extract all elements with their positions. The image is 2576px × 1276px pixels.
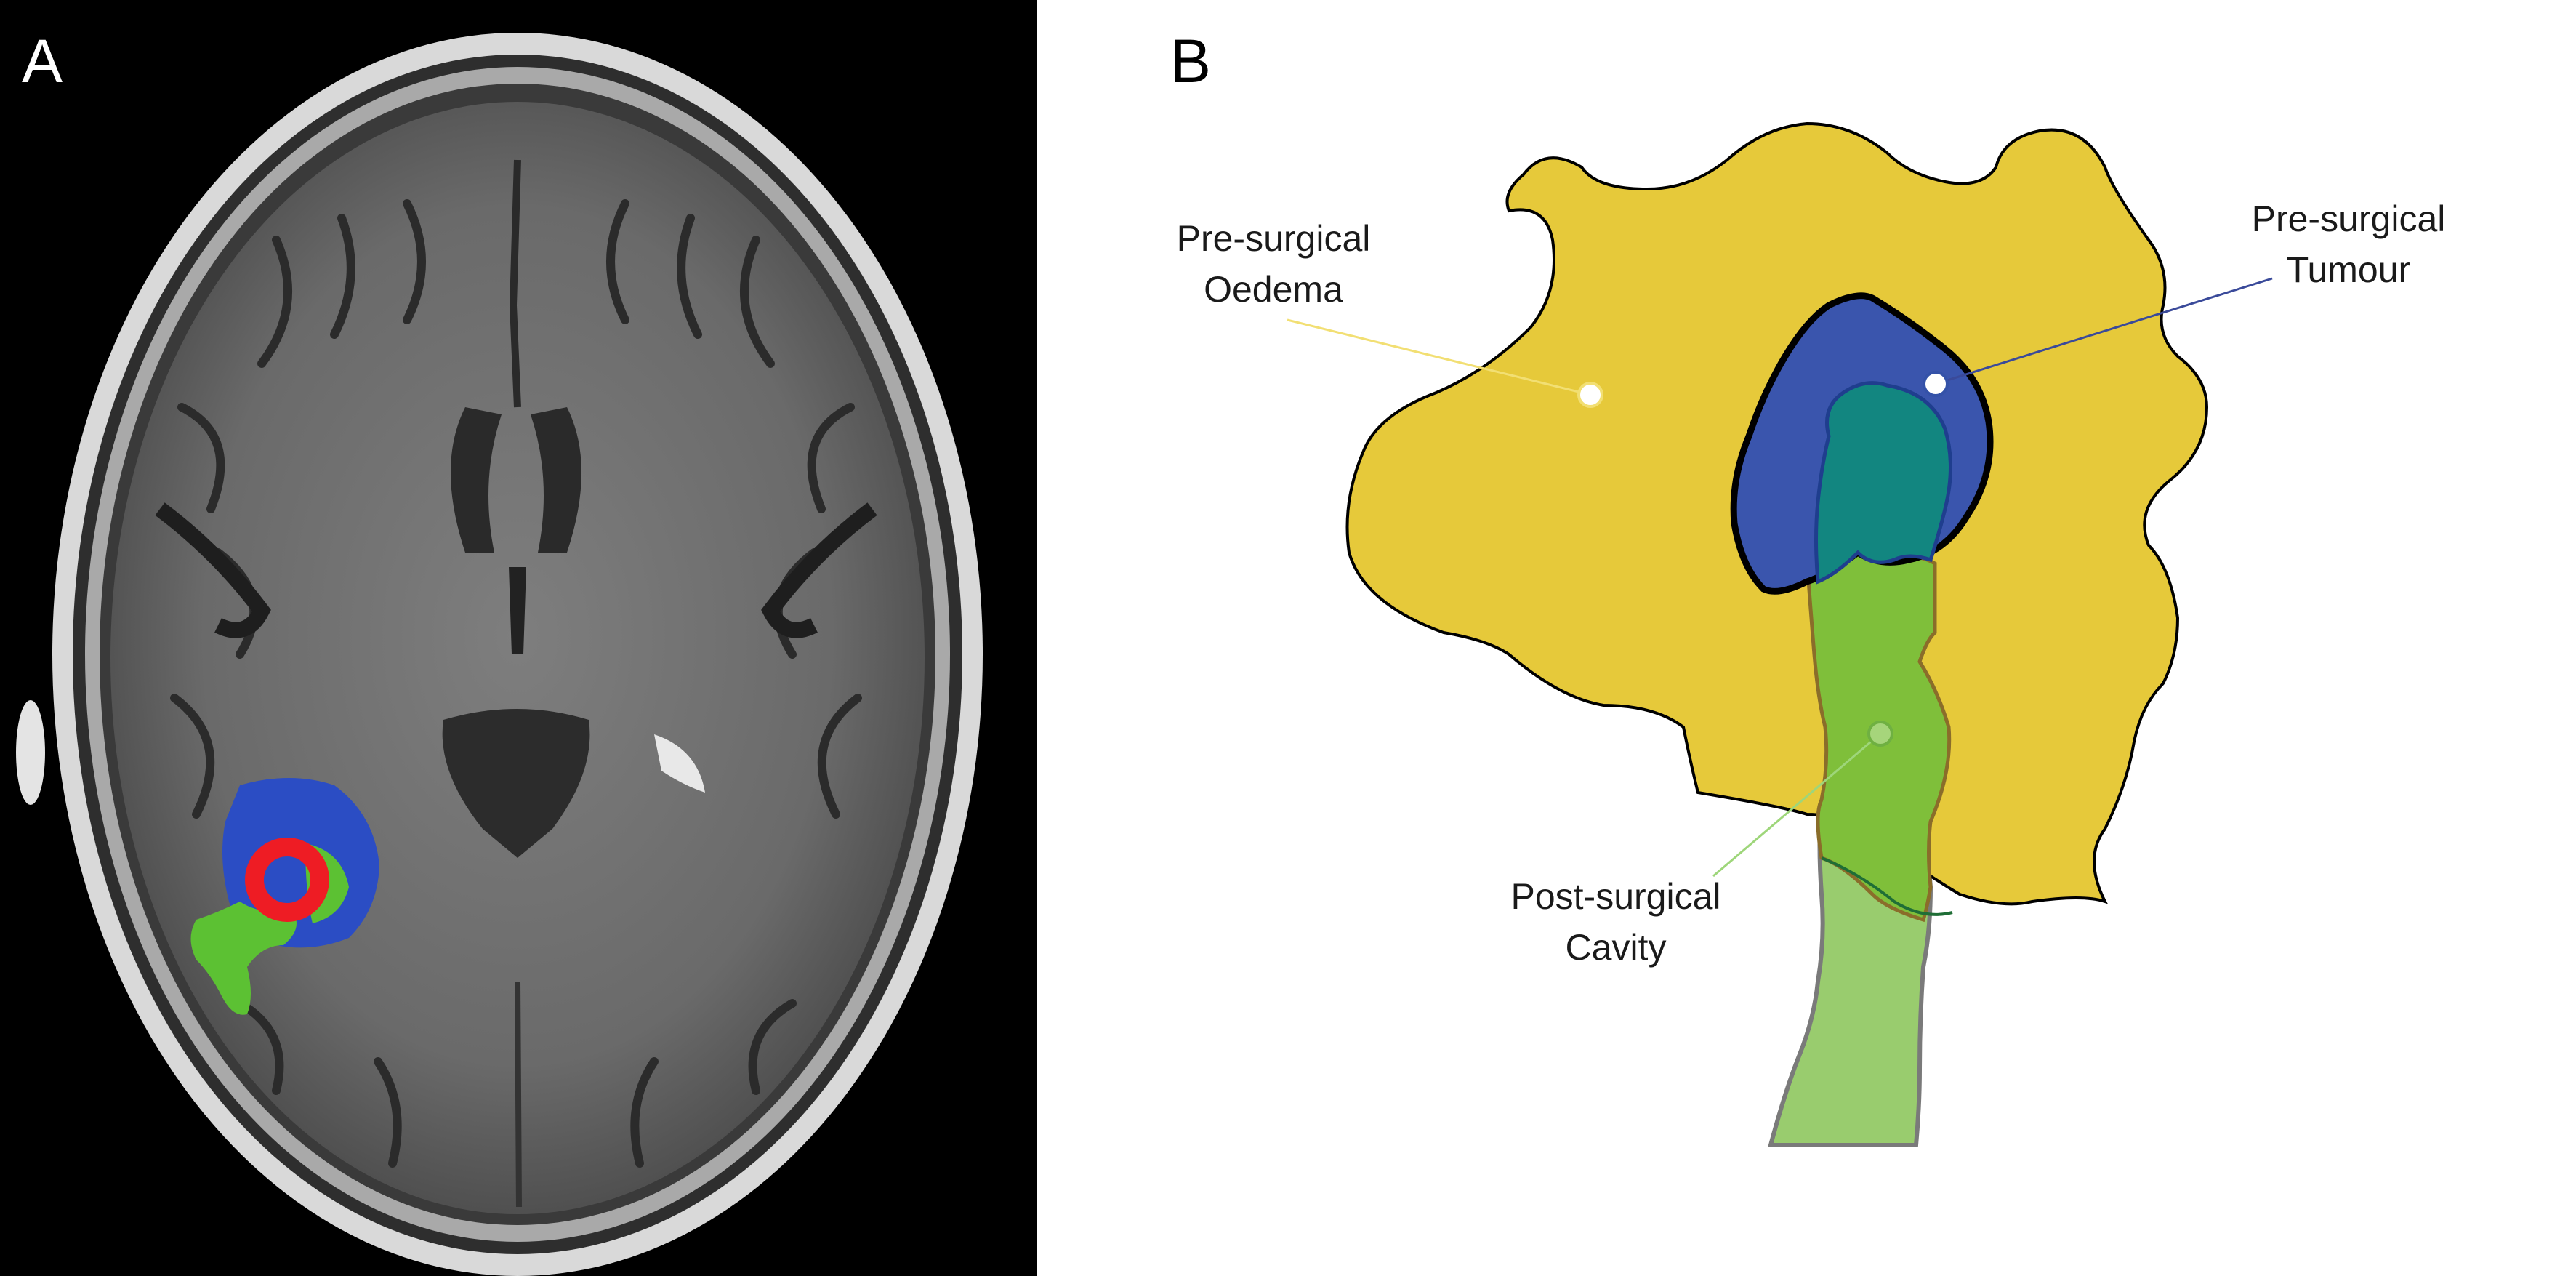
lateral-ventricle-left bbox=[451, 407, 502, 553]
cavity-callout-dot bbox=[1867, 721, 1893, 747]
mri-panel: A bbox=[0, 0, 1037, 1276]
oedema-callout-line bbox=[1287, 318, 1591, 396]
tumour-cavity-overlap bbox=[1814, 381, 1952, 585]
mri-cavity-segmentation bbox=[190, 902, 297, 1015]
tumour-label-line1: Pre-surgical bbox=[2252, 198, 2446, 239]
panel-label-b: B bbox=[1170, 27, 1212, 95]
cavity-label-line2: Cavity bbox=[1566, 927, 1667, 968]
oedema-label-line2: Oedema bbox=[1204, 269, 1343, 310]
fiducial-marker bbox=[16, 700, 45, 805]
interhemispheric-fissure bbox=[509, 159, 521, 408]
oedema-callout-dot bbox=[1577, 382, 1603, 408]
mri-tumour-segmentation bbox=[245, 838, 329, 922]
schematic-panel: Pre-surgical Oedema Pre-surgical Tumour … bbox=[1037, 0, 2576, 1276]
tumour-label-line2: Tumour bbox=[2287, 249, 2410, 290]
posterior-midline bbox=[515, 981, 522, 1208]
panel-label-a: A bbox=[22, 27, 63, 95]
lateral-ventricle-right bbox=[531, 407, 581, 553]
oedema-label-line1: Pre-surgical bbox=[1177, 218, 1371, 259]
quadrigeminal-cistern bbox=[442, 709, 590, 858]
occipital-horn-right bbox=[654, 734, 705, 793]
left-sylvian-fissure bbox=[155, 502, 271, 638]
tumour-callout-line bbox=[1935, 277, 2273, 385]
tumour-callout-dot bbox=[1923, 371, 1949, 397]
cavity-label-line1: Post-surgical bbox=[1511, 876, 1721, 917]
cavity-boundary-line bbox=[1821, 856, 1953, 916]
right-sylvian-fissure bbox=[761, 502, 877, 638]
schematic-diagram: Pre-surgical Oedema Pre-surgical Tumour … bbox=[1177, 121, 2446, 1147]
cavity-callout-line bbox=[1712, 732, 1881, 878]
mri-image bbox=[16, 33, 983, 1276]
third-ventricle bbox=[509, 567, 526, 654]
